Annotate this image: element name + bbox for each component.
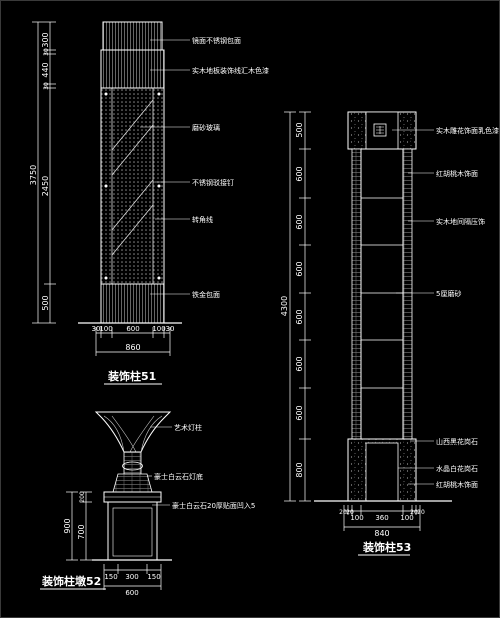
col51-dim-bottom-2: 600 bbox=[126, 325, 139, 333]
col52-dim-bottom-2: 150 bbox=[147, 573, 160, 581]
col51-dim-bottom-4: 30 bbox=[166, 325, 175, 333]
col51-dim-left-5: 500 bbox=[41, 295, 50, 310]
col52-dim-bottom-total: 600 bbox=[125, 589, 138, 597]
col53-dim-left-5: 600 bbox=[295, 356, 304, 371]
col52-label-1: 豪士白云石灯底 bbox=[154, 472, 203, 481]
column-51-elevation: 300 30 440 30 2450 500 3750 30 100 600 1… bbox=[29, 21, 269, 385]
col51-dim-total: 3750 bbox=[29, 165, 38, 185]
col52-label-2: 豪士白云石20厚贴面凹入5 bbox=[172, 501, 255, 510]
col53-dim-bottom-2: 100 bbox=[350, 514, 363, 522]
col53-dim-bottom-total: 840 bbox=[374, 529, 389, 538]
col53-dim-left-1: 600 bbox=[295, 166, 304, 181]
col53-label-1: 红胡桃木饰面 bbox=[436, 169, 478, 178]
col53-dim-bottom-5: 20 bbox=[410, 509, 418, 516]
col51-label-3: 不锈钢驳接钉 bbox=[192, 178, 234, 187]
col53-dim-left-6: 600 bbox=[295, 405, 304, 420]
col53-dim-total: 4300 bbox=[280, 296, 289, 316]
col52-dim-bottom-1: 300 bbox=[125, 573, 138, 581]
col53-label-4: 山西黑花岗石 bbox=[436, 437, 478, 446]
col53-label-0: 实木雕花饰面乳色漆 bbox=[436, 126, 499, 135]
col51-label-2: 磨砂玻璃 bbox=[192, 123, 220, 132]
col53-dim-left-2: 600 bbox=[295, 214, 304, 229]
col51-dim-bottom-total: 860 bbox=[125, 343, 140, 352]
col51-title: 装饰柱51 bbox=[107, 369, 156, 383]
col52-dim-total: 900 bbox=[63, 518, 72, 533]
col51-label-5: 铁金包面 bbox=[192, 290, 220, 299]
col51-dim-left-0: 300 bbox=[41, 32, 50, 47]
col52-label-0: 艺术灯柱 bbox=[174, 423, 202, 432]
column-53-carving-icon bbox=[373, 123, 387, 137]
col53-dim-bottom-3: 360 bbox=[375, 514, 388, 522]
col53-dim-left-3: 600 bbox=[295, 261, 304, 276]
col53-dim-left-7: 800 bbox=[295, 462, 304, 477]
col51-dim-left-4: 2450 bbox=[41, 176, 50, 196]
col53-dim-bottom-4: 100 bbox=[400, 514, 413, 522]
col53-label-5: 水晶白花岗石 bbox=[436, 464, 478, 473]
col51-dim-left-2: 440 bbox=[41, 62, 50, 77]
column-51-cap bbox=[102, 21, 163, 51]
col53-dim-bottom-1: 20 bbox=[346, 509, 354, 516]
col53-label-3: 5厘磨砂 bbox=[436, 289, 461, 298]
column-53-elevation: 500 600 600 600 600 600 600 800 4300 20 … bbox=[280, 111, 499, 556]
col52-dim-left-1: 700 bbox=[77, 524, 86, 539]
col52-title: 装饰柱墩52 bbox=[41, 574, 101, 588]
column-53-shaft bbox=[360, 148, 404, 440]
col52-dim-bottom-0: 150 bbox=[104, 573, 117, 581]
col51-label-4: 转角线 bbox=[192, 215, 213, 224]
column-51-capital bbox=[100, 49, 165, 89]
col51-dim-bottom-3: 100 bbox=[152, 325, 165, 333]
column-51-base bbox=[100, 283, 165, 324]
column-52-pedestal: 200 700 900 150 300 150 600 艺术灯柱 豪士白云石灯底… bbox=[40, 411, 255, 597]
col52-dim-left-0: 200 bbox=[79, 491, 86, 503]
col53-label-2: 实木地间隔压饰 bbox=[436, 217, 485, 226]
column-51-glass-shaft bbox=[100, 87, 165, 285]
col53-dim-left-4: 600 bbox=[295, 309, 304, 324]
col51-label-1: 实木地板装饰线汇木色漆 bbox=[192, 66, 269, 75]
col53-dim-bottom-0: 20 bbox=[339, 509, 347, 516]
col51-label-0: 镜面不锈钢包面 bbox=[192, 36, 241, 45]
col51-dim-bottom-0: 30 bbox=[92, 325, 101, 333]
col53-dim-bottom-6: 20 bbox=[417, 509, 425, 516]
col51-dim-left-1: 30 bbox=[43, 48, 50, 56]
col53-label-6: 红胡桃木饰面 bbox=[436, 480, 478, 489]
column-52-pedestal-body bbox=[107, 501, 158, 561]
col51-dim-bottom-1: 100 bbox=[99, 325, 112, 333]
col53-title: 装饰柱53 bbox=[362, 540, 411, 554]
col53-dim-left-0: 500 bbox=[295, 122, 304, 137]
col51-dim-left-3: 30 bbox=[43, 82, 50, 90]
